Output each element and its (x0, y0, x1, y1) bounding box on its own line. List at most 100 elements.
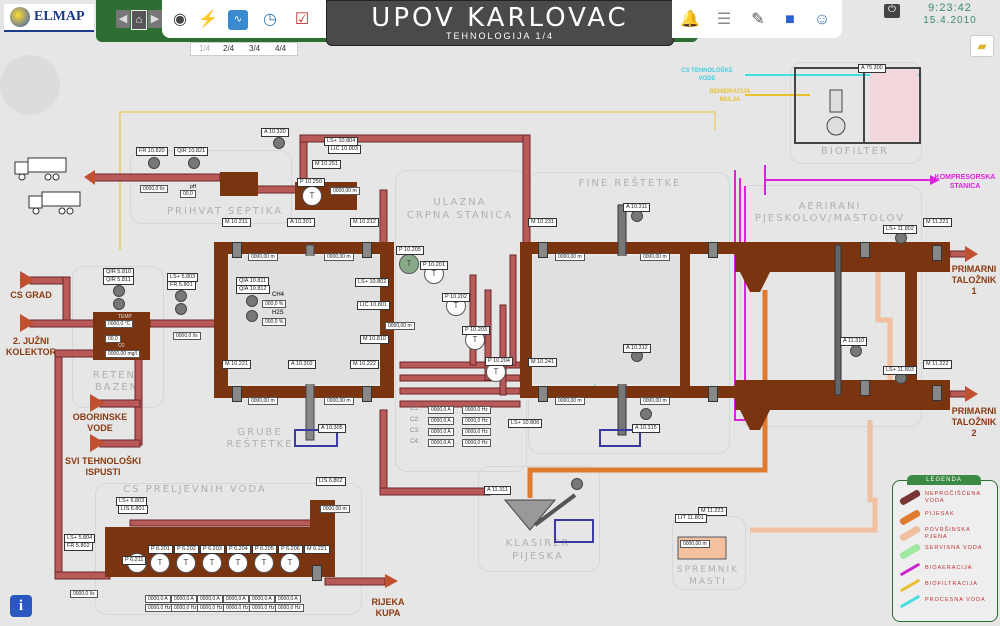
tag-p10204: P 10.204 (485, 357, 513, 366)
motor-a10315[interactable] (640, 408, 652, 420)
pump-p6204[interactable]: T (228, 553, 248, 573)
gate-m11222[interactable] (932, 385, 942, 401)
op4-hz: 0000,0 Hz (223, 604, 252, 612)
toolbar-left: ◉ ⚡ ∿ ◷ ☑ (162, 0, 326, 38)
motor-a11311[interactable] (571, 478, 583, 490)
tag-m10221: M 10.221 (222, 360, 251, 369)
page-tab-3[interactable]: 3/4 (249, 44, 261, 53)
gate-manual-3[interactable] (860, 242, 870, 258)
network-icon[interactable]: ■ (785, 11, 795, 28)
gate-m10221[interactable] (232, 386, 242, 402)
label-cs-grad: CS GRAD (10, 290, 52, 300)
label-dehidracija: DEHIDRACIJA MULJA (709, 89, 751, 103)
tehnoloski-arrow (90, 434, 105, 452)
juzni-kolektor-pipe (29, 319, 96, 328)
back-button[interactable]: ◀ (116, 10, 130, 28)
pump-p6202[interactable]: T (176, 553, 196, 573)
gate-manual-4[interactable] (860, 380, 870, 396)
tag-qia10812: QIA 10.812 (236, 285, 270, 294)
tag-p10203: P 10.203 (462, 326, 490, 335)
add-folder-button[interactable]: ▰ (970, 35, 994, 57)
chart-icon[interactable]: ∿ (228, 10, 248, 30)
legend-label: PIJESAK (925, 511, 955, 517)
label-masti: MASTI (689, 577, 727, 587)
tag-m10241: M 10.241 (528, 358, 557, 367)
tag-m10212: M 10.212 (350, 218, 379, 227)
pump-p10205[interactable]: T (399, 254, 419, 274)
gate-m11221[interactable] (932, 245, 942, 261)
gear-watermark (0, 55, 60, 115)
motor-a11310[interactable] (850, 345, 862, 357)
label-primarni-2: PRIMARNI TALOŽNIK 2 (951, 406, 997, 438)
table-icon[interactable]: ☰ (716, 11, 732, 28)
readout-qir10821-ph: 00,0 (180, 190, 196, 198)
legend-title: LEGENDA (907, 475, 981, 485)
clock-icon[interactable]: ◷ (263, 11, 277, 28)
gate-m10231[interactable] (538, 242, 548, 258)
readout-level-3: 0000,00 m (248, 397, 278, 405)
power-button[interactable]: ⏻ (884, 4, 900, 18)
gate-m10222[interactable] (362, 386, 372, 402)
logo-icon (10, 7, 30, 27)
gauge-fr10820[interactable] (148, 157, 160, 169)
power-energy-icon[interactable]: ⚡ (198, 11, 218, 28)
gauge-qia10812[interactable] (246, 310, 258, 322)
legend-item: BIOFILTRACIJA (899, 578, 993, 595)
tag-lis6802: LIS 6.802 (316, 477, 346, 486)
tag-p6211: P 6.211 (122, 556, 147, 565)
oborinske-pipe (99, 399, 141, 408)
pump-p10250[interactable]: T (302, 186, 322, 206)
legend-label: PROCESNA VODA (925, 597, 986, 603)
grit-bridge (834, 244, 842, 396)
gate-m10241[interactable] (538, 386, 548, 402)
pump-p6201[interactable]: T (150, 553, 170, 573)
pump-p6206[interactable]: T (280, 553, 300, 573)
gauge-qia10811[interactable] (246, 295, 258, 307)
tag-p6202: P 6.202 (174, 545, 199, 554)
gauge-qir10821[interactable] (188, 157, 200, 169)
alarm-bell-icon[interactable]: 🔔 (680, 11, 700, 28)
gate-manual-1[interactable] (708, 242, 718, 258)
page-tab-4[interactable]: 4/4 (275, 44, 287, 53)
readout-level-8: 0000,00 m (640, 397, 670, 405)
tag-a10301: A 10.301 (287, 218, 315, 227)
zone-spremnik (672, 516, 746, 590)
gauge-ls5803[interactable] (175, 290, 187, 302)
label-o2: O2 (118, 343, 125, 349)
tag-m10810: M 10.810 (360, 335, 389, 344)
label-reten: RETEN. (92, 370, 142, 381)
checklist-icon[interactable]: ☑ (294, 11, 310, 28)
legend-swatch-foam (898, 524, 922, 543)
tag-m11222: M 11.222 (923, 360, 952, 369)
motor-a10320[interactable] (273, 137, 285, 149)
gauge-qir5810[interactable] (113, 285, 125, 297)
forward-button[interactable]: ▶ (148, 10, 162, 28)
page-tab-1[interactable]: 1/4 (199, 44, 211, 53)
page-tab-2[interactable]: 2/4 (223, 44, 235, 53)
info-button[interactable]: i (10, 595, 32, 617)
gate-m10212[interactable] (362, 242, 372, 258)
gate-m6221[interactable] (312, 565, 322, 581)
readout-ch4: 000,0 % (262, 300, 287, 308)
tag-ls10806: LS+ 10.806 (508, 419, 543, 428)
pump-p6203[interactable]: T (202, 553, 222, 573)
gate-m10211[interactable] (232, 242, 242, 258)
tag-lit11801: LIT 11.801 (675, 514, 707, 523)
home-button[interactable]: ⌂ (131, 10, 147, 30)
tag-p10250: P 10.250 (297, 178, 325, 187)
tools-icon[interactable]: ✎ (751, 11, 765, 28)
user-icon[interactable]: ☺ (813, 11, 831, 28)
op5-hz: 0000,0 Hz (249, 604, 278, 612)
gate-manual-2[interactable] (708, 386, 718, 402)
op1-a: 0000,0 A (145, 595, 171, 603)
legend-label: SERVISNA VODA (925, 545, 983, 551)
trends-icon[interactable]: ◉ (173, 11, 187, 28)
pump-p6205[interactable]: T (254, 553, 274, 573)
gauge-fr5801[interactable] (175, 303, 187, 315)
gauge-qir5811[interactable] (113, 298, 125, 310)
tag-m6221: M 6.221 (304, 545, 330, 554)
pump-row-label-3: C3: (410, 428, 420, 434)
label-aerirani: AERIRANI (798, 201, 862, 212)
tag-a10305: A 10.305 (318, 424, 346, 433)
